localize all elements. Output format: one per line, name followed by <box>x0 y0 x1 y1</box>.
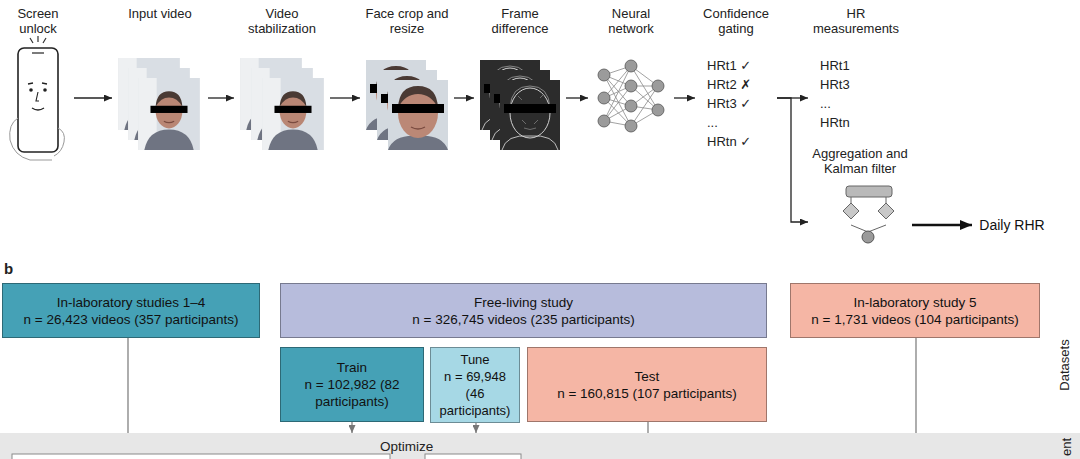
node-body: n = 69,948 (46 participants) <box>437 368 513 419</box>
node-body: n = 1,731 videos (104 participants) <box>811 311 1019 328</box>
video-frames <box>118 58 200 150</box>
node-heading: Frame difference <box>474 6 566 36</box>
node-body: n = 26,423 videos (357 participants) <box>23 311 238 328</box>
section-label: Datasets <box>1057 339 1072 390</box>
split-box: Trainn = 102,982 (82 participants) <box>280 347 424 422</box>
flow-arrow <box>127 338 128 433</box>
hr-value: HRtn ✓ <box>695 132 777 151</box>
measurement-step: HR measurementsHRt1HRt3...HRtn <box>808 6 904 138</box>
node-heading: Neural network <box>588 6 674 36</box>
split-box: Tunen = 69,948 (46 participants) <box>430 347 520 423</box>
flow-arrow <box>74 97 112 98</box>
stabilized-frames <box>240 58 324 150</box>
node-heading: Screen unlock <box>2 6 74 36</box>
node-heading: Face crop and resize <box>360 6 454 36</box>
aggregation-step: Aggregation and Kalman filter <box>808 146 912 246</box>
pipeline-step: Screen unlock <box>2 6 74 158</box>
flow-arrow <box>351 422 352 433</box>
hr-value: HRt1 <box>808 56 904 75</box>
difference-frames <box>480 60 560 150</box>
hr-value: HRt3 ✓ <box>695 94 777 113</box>
node-heading: Train <box>337 359 367 376</box>
node-heading: Free-living study <box>474 294 573 311</box>
panel-letter: b <box>4 260 13 277</box>
node-heading: In-laboratory study 5 <box>853 294 976 311</box>
cropped-box <box>425 454 521 459</box>
phone-icon <box>10 36 65 160</box>
flow-arrow <box>454 97 474 98</box>
node-heading: Video stabilization <box>234 6 330 36</box>
cropped-frames <box>366 60 448 150</box>
hr-value: ... <box>808 94 904 113</box>
hr-value: HRt1 ✓ <box>695 56 777 75</box>
flow-arrow <box>647 422 648 433</box>
node-heading: HR measurements <box>808 6 904 36</box>
node-heading: In-laboratory studies 1–4 <box>57 294 206 311</box>
section-label: ent <box>1059 438 1074 456</box>
optimize-band: Optimize <box>0 433 1040 459</box>
dataset-box: In-laboratory studies 1–4n = 26,423 vide… <box>2 283 260 338</box>
hr-value: HRt3 <box>808 75 904 94</box>
flow-arrow <box>475 423 476 433</box>
network-icon <box>598 60 664 132</box>
gating-step: Confidence gatingHRt1 ✓HRt2 ✗HRt3 ✓...HR… <box>695 6 777 168</box>
node-heading: Test <box>635 368 660 385</box>
flow-arrow <box>566 97 588 98</box>
pipeline-step: Frame difference <box>474 6 566 156</box>
node-heading: Input video <box>112 6 208 21</box>
pipeline-step: Neural network <box>588 6 674 136</box>
split-box: Testn = 160,815 (107 participants) <box>527 347 767 422</box>
node-body: n = 102,982 (82 participants) <box>287 376 417 410</box>
flow-arrow <box>777 98 808 222</box>
pipeline-step: Input video <box>112 6 208 156</box>
output-label-box: Daily RHR <box>972 214 1052 236</box>
hr-value: HRt2 ✗ <box>695 75 777 94</box>
node-heading: Optimize <box>380 438 433 455</box>
node-heading: Confidence gating <box>695 6 777 36</box>
node-heading: Aggregation and Kalman filter <box>808 146 912 176</box>
flow-arrow <box>674 97 695 98</box>
pipeline-step: Face crop and resize <box>360 6 454 156</box>
hr-value: ... <box>695 113 777 132</box>
node-body: n = 160,815 (107 participants) <box>557 385 737 402</box>
node-body: n = 326,745 videos (235 participants) <box>412 311 635 328</box>
flow-arrow <box>208 97 234 98</box>
hr-value: HRtn <box>808 113 904 132</box>
node-heading: Tune <box>460 351 489 368</box>
pipeline-step: Video stabilization <box>234 6 330 156</box>
node-heading: Daily RHR <box>979 216 1044 234</box>
flow-arrow <box>915 338 916 433</box>
cropped-box <box>12 454 390 459</box>
dataset-box: In-laboratory study 5n = 1,731 videos (1… <box>790 283 1040 338</box>
aggregation-icon <box>843 186 894 243</box>
flow-arrow <box>330 97 360 98</box>
dataset-box: Free-living studyn = 326,745 videos (235… <box>280 283 767 338</box>
flow-arrow <box>912 224 972 227</box>
